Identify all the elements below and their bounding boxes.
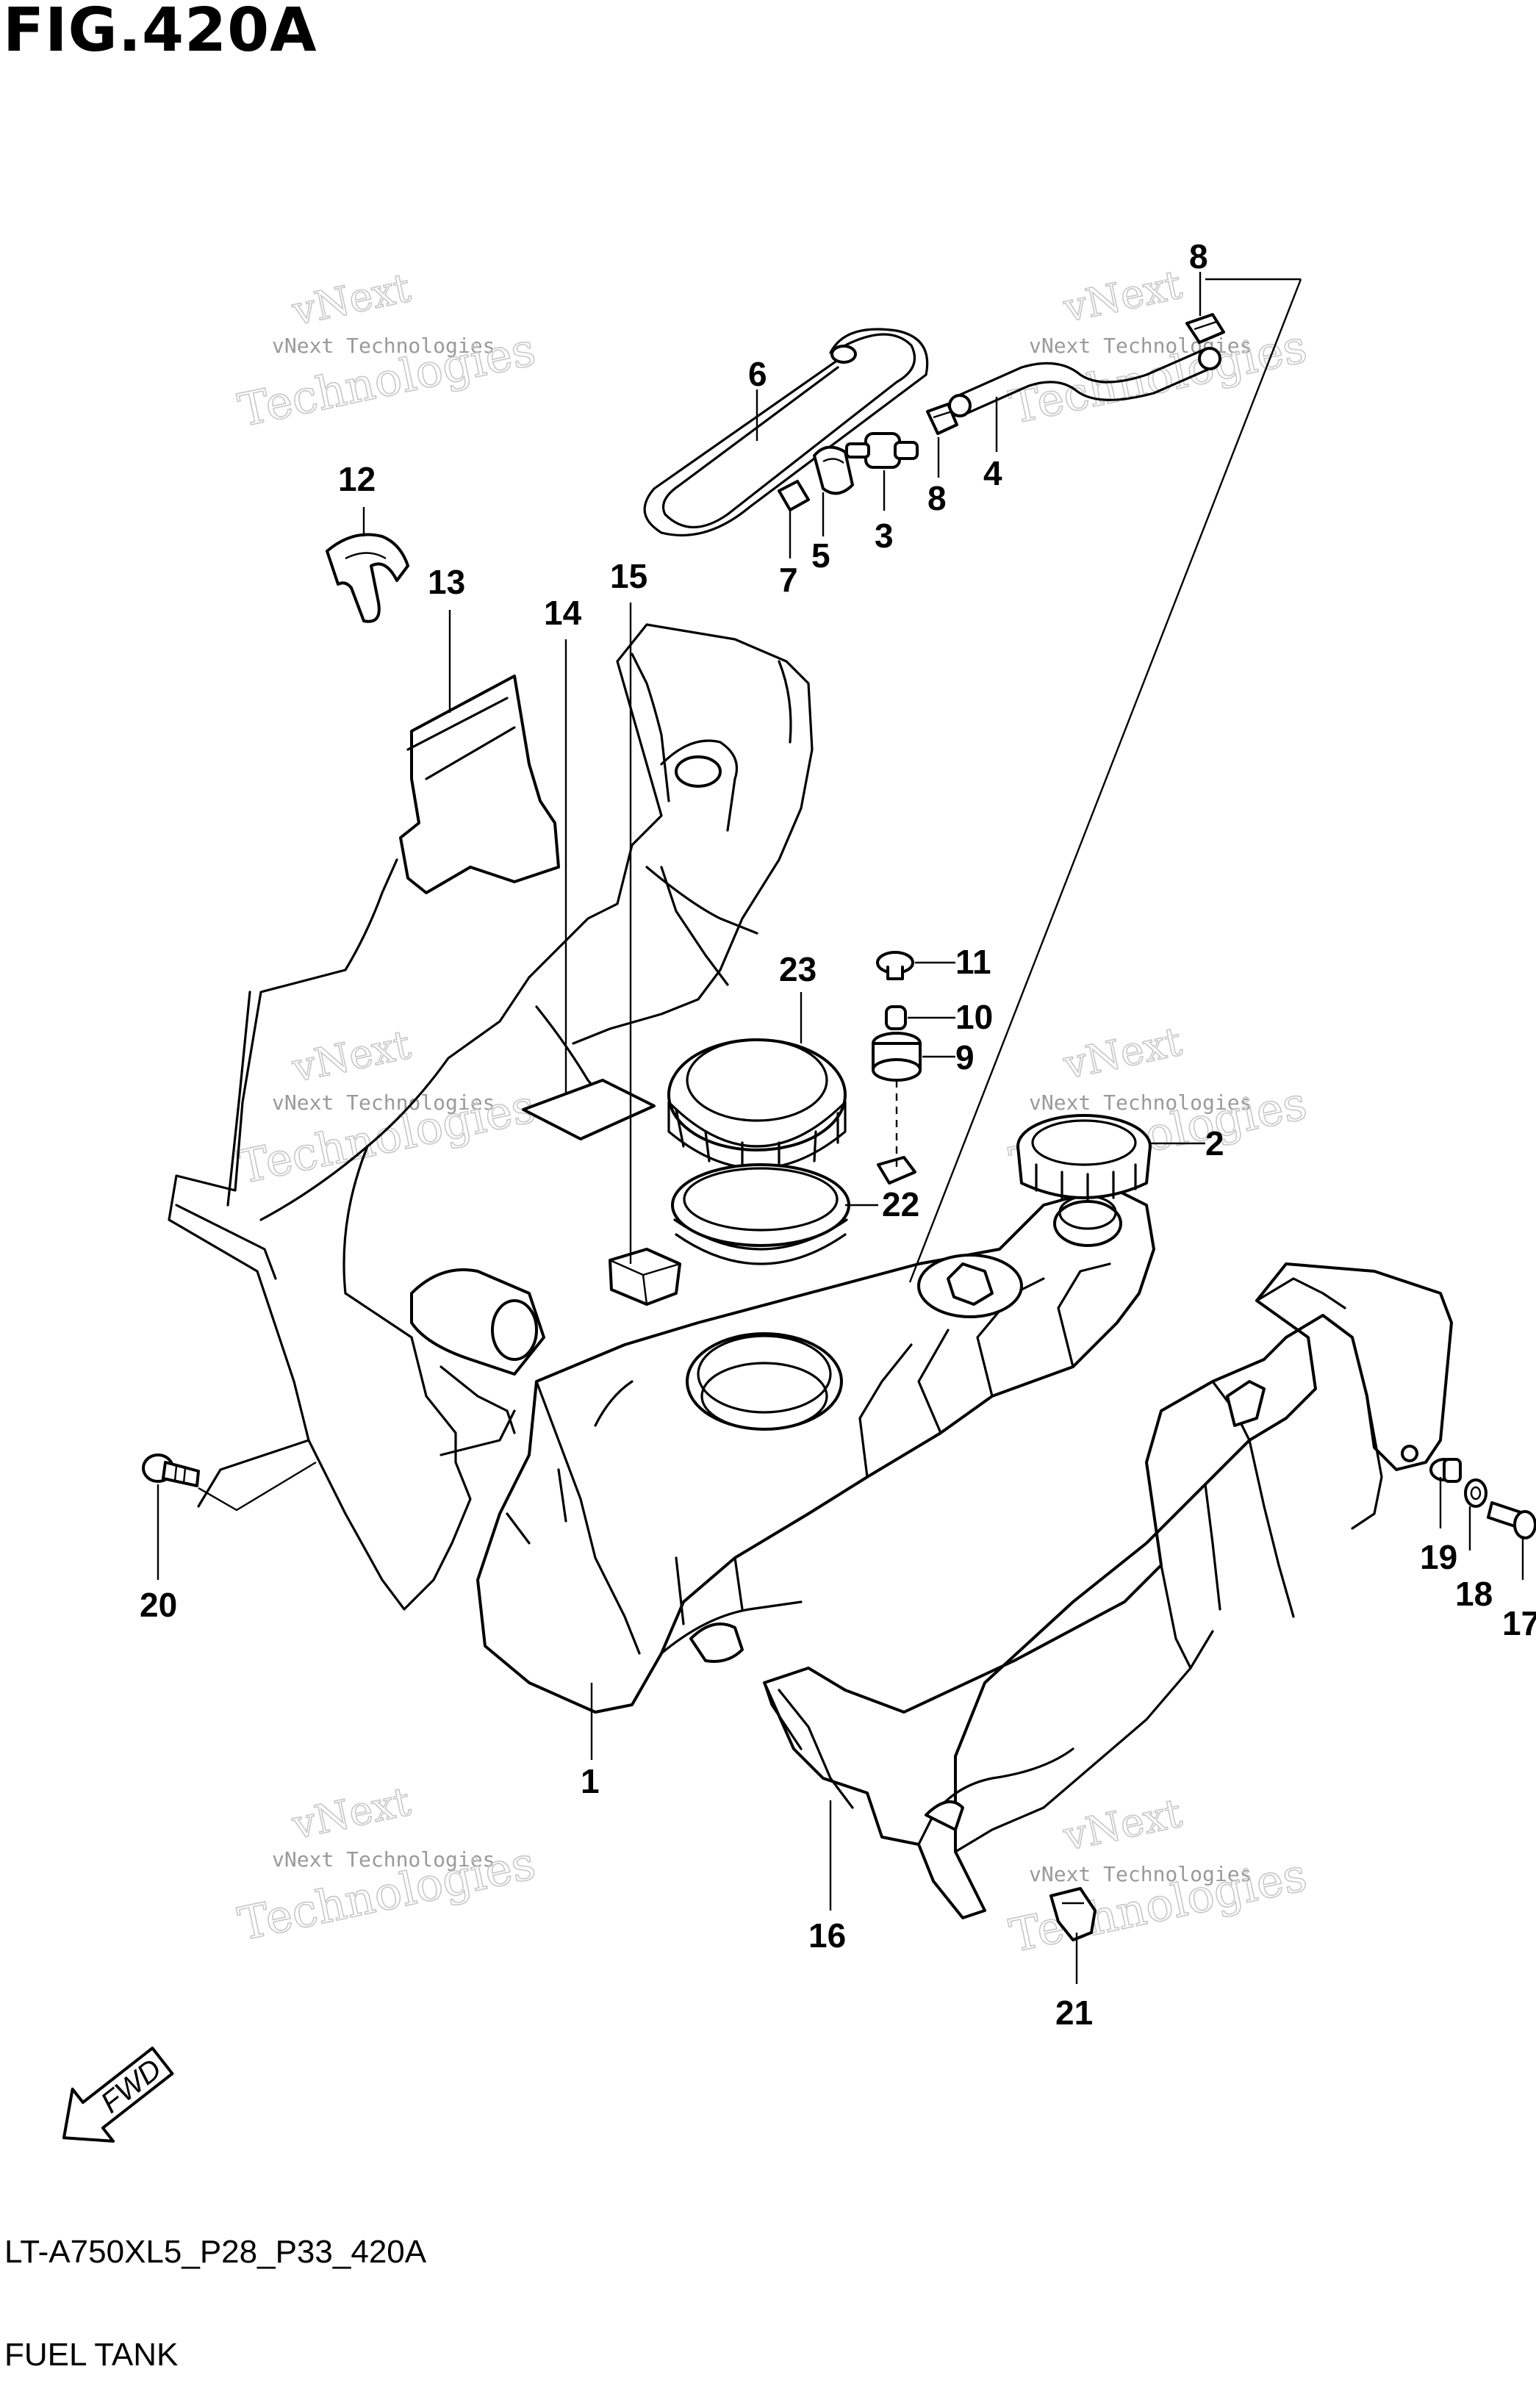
callout-16: 16: [808, 1916, 846, 1955]
part-19-collar: [1429, 1458, 1462, 1483]
callout-3: 3: [875, 517, 894, 555]
watermark-text: vNext: [288, 1778, 415, 1849]
part-1-fuel-tank: [410, 1185, 1155, 1714]
callout-5: 5: [811, 536, 830, 575]
watermark-text: vNext Technologies: [1029, 1862, 1252, 1886]
watermark-text: vNext Technologies: [272, 334, 495, 358]
part-23-lock-ring: [667, 1038, 847, 1170]
callout-21: 21: [1055, 1994, 1093, 2032]
figure-title: FIG.420A: [3, 0, 317, 65]
part-2-fuel-cap: [1016, 1114, 1152, 1203]
callout-8-upper: 8: [1189, 237, 1208, 276]
callout-2: 2: [1205, 1124, 1224, 1162]
callout-1: 1: [581, 1762, 600, 1800]
callout-10: 10: [955, 998, 993, 1036]
part-20-bolt: [142, 1453, 200, 1487]
callout-6: 6: [748, 355, 767, 393]
callout-20: 20: [140, 1586, 177, 1624]
part-17-bolt: [1487, 1501, 1536, 1539]
watermark-text: vNext Technologies: [272, 1090, 495, 1115]
callout-15: 15: [610, 557, 647, 595]
part-small-bracket: [877, 1156, 916, 1185]
callout-18: 18: [1455, 1575, 1493, 1613]
callout-13: 13: [428, 563, 465, 601]
leader-lines: [157, 272, 1524, 1984]
callout-12: 12: [338, 460, 376, 498]
part-3-check-valve: [845, 432, 919, 469]
part-13-tank-cover: [168, 623, 814, 1611]
callout-23: 23: [779, 950, 817, 988]
part-18-washer: [1464, 1478, 1487, 1508]
part-16-side-cover: [763, 1262, 1453, 1919]
callout-numbers: 6 4 8 8 3 5 7 12 13 14 15 23 11 10 9 2 2…: [140, 237, 1536, 2032]
part-5-clamp: [813, 445, 854, 495]
callout-8-lower: 8: [927, 479, 947, 517]
callout-9: 9: [955, 1038, 975, 1077]
part-4-vent-hose: [948, 347, 1221, 417]
callout-17: 17: [1502, 1604, 1536, 1642]
watermark-text: vNext: [1059, 1790, 1186, 1861]
callout-14: 14: [544, 594, 582, 632]
callout-7: 7: [779, 561, 798, 599]
callout-22: 22: [882, 1185, 919, 1223]
part-10-collar: [885, 1005, 907, 1030]
watermark-text: vNext: [288, 1021, 415, 1092]
part-9-grommet: [872, 1032, 922, 1082]
figure-name: FUEL TANK: [4, 2337, 179, 2373]
part-21-clip: [1049, 1887, 1097, 1941]
part-22-gasket: [671, 1163, 850, 1265]
part-15-pad: [609, 1248, 681, 1306]
part-14-label: [522, 1079, 656, 1140]
fwd-arrow-icon: FWD: [62, 2046, 174, 2143]
watermark-text: vNext: [1059, 262, 1186, 332]
watermark-text: vNext Technologies: [272, 1847, 495, 1872]
callout-4: 4: [983, 454, 1002, 492]
callout-11: 11: [955, 943, 991, 981]
part-12-clamp: [326, 533, 409, 623]
part-6-breather-hose: [643, 328, 929, 537]
watermark-text: vNext: [1059, 1018, 1186, 1089]
part-7-small-clip: [778, 480, 810, 511]
watermark-text: vNext: [288, 265, 415, 335]
part-8-clip-upper: [1185, 313, 1225, 344]
part-11-bolt: [876, 951, 914, 980]
model-code: LT-A750XL5_P28_P33_420A: [4, 2234, 427, 2270]
callout-19: 19: [1420, 1538, 1457, 1576]
part-8-clip-lower: [926, 403, 958, 435]
watermark-text: vNext Technologies: [1029, 1090, 1252, 1115]
